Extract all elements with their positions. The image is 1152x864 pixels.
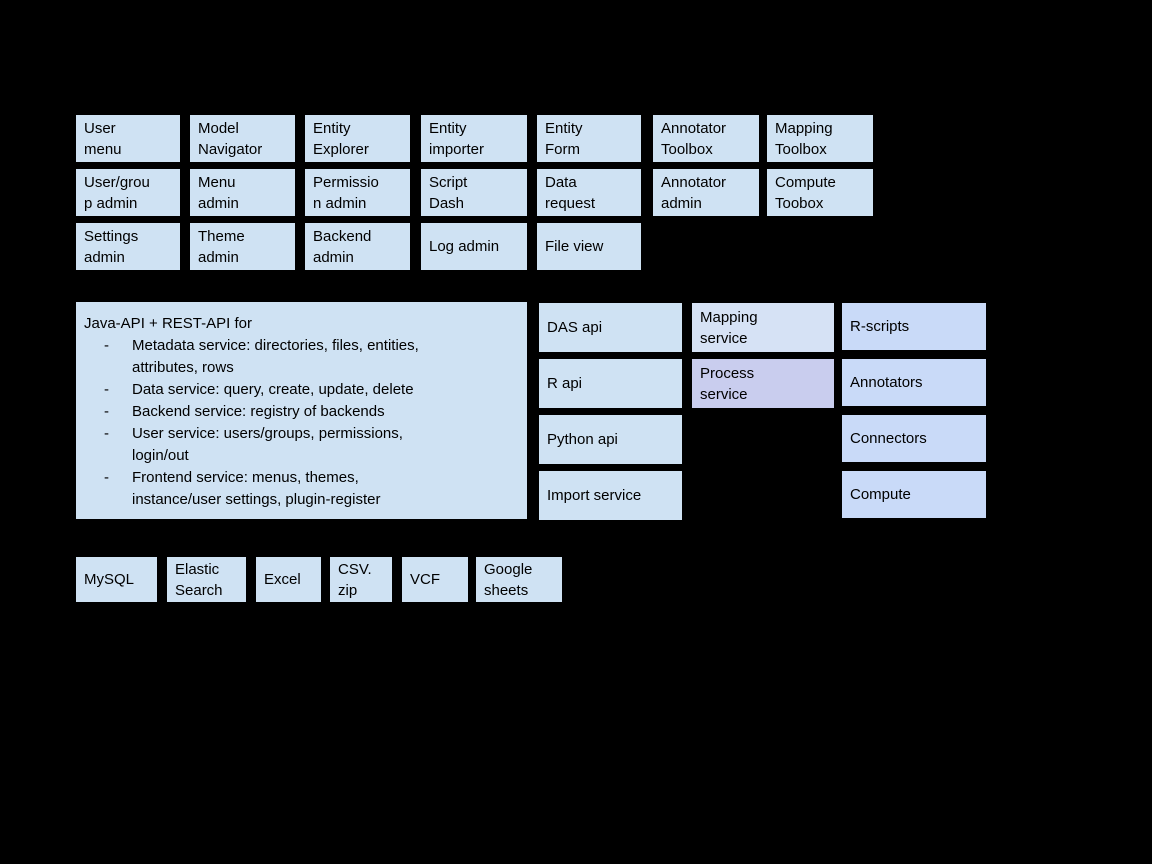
node-user-menu: User menu [76,115,180,162]
node-mapping-service: Mapping service [692,303,834,352]
node-label: Menu admin [198,173,239,212]
node-label: MySQL [84,571,135,588]
node-label: User/grou p admin [84,173,150,212]
node-label: CSV. zip [338,560,372,599]
api-box-item-text: Data service: query, create, update, del… [132,381,414,398]
node-label: Compute Toobox [775,173,836,212]
node-label: Log admin [429,238,500,255]
api-box-item-text: Backend service: registry of backends [132,403,385,420]
node-label: File view [545,238,604,255]
node-annotator-toolbox: Annotator Toolbox [653,115,759,162]
node-label: VCF [410,571,440,588]
node-mysql: MySQL [76,557,157,602]
node-label: Annotator Toolbox [661,119,727,158]
node-label: Annotator admin [661,173,727,212]
node-csv-zip: CSV. zip [330,557,392,602]
node-r-scripts: R-scripts [842,303,986,350]
node-file-view: File view [537,223,641,270]
node-elastic-search: Elastic Search [167,557,246,602]
node-label: R-scripts [850,318,910,335]
node-process-service: Process service [692,359,834,408]
node-entity-importer: Entity importer [421,115,527,162]
api-box-item: - Frontend service: menus, themes, insta… [84,467,517,511]
node-label: Elastic Search [175,560,223,599]
node-user-group-admin: User/grou p admin [76,169,180,216]
node-annotator-admin: Annotator admin [653,169,759,216]
node-label: Theme admin [198,227,245,266]
node-settings-admin: Settings admin [76,223,180,270]
node-import-service: Import service [539,471,682,520]
node-das-api: DAS api [539,303,682,352]
bullet-dash: - [104,425,109,442]
api-box-item: - User service: users/groups, permission… [84,423,517,467]
node-model-navigator: Model Navigator [190,115,295,162]
node-annotators: Annotators [842,359,986,406]
node-mapping-toolbox: Mapping Toolbox [767,115,873,162]
bullet-dash: - [104,337,109,354]
node-label: Entity Form [545,119,583,158]
node-excel: Excel [256,557,321,602]
node-compute-toolbox: Compute Toobox [767,169,873,216]
node-theme-admin: Theme admin [190,223,295,270]
node-entity-form: Entity Form [537,115,641,162]
node-label: Entity importer [429,119,485,158]
node-label: Excel [264,571,301,588]
bullet-dash: - [104,403,109,420]
node-label: Process service [700,364,755,403]
node-python-api: Python api [539,415,682,464]
node-label: Import service [547,487,642,504]
node-label: Mapping service [700,308,758,347]
node-label: User menu [84,119,122,158]
node-label: Data request [545,173,596,212]
node-label: Entity Explorer [313,119,369,158]
node-api-box: Java-API + REST-API for - Metadata servi… [76,302,527,519]
api-box-item: - Metadata service: directories, files, … [84,335,517,379]
node-backend-admin: Backend admin [305,223,410,270]
node-label: Permissio n admin [313,173,379,212]
node-label: Backend admin [313,227,372,266]
node-label: Settings admin [84,227,139,266]
api-box-item-text: Metadata service: directories, files, en… [132,337,419,376]
node-script-dash: Script Dash [421,169,527,216]
node-label: Compute [850,486,911,503]
node-vcf: VCF [402,557,468,602]
node-data-request: Data request [537,169,641,216]
node-label: Script Dash [429,173,468,212]
node-label: DAS api [547,319,603,336]
api-box-item: - Data service: query, create, update, d… [84,379,517,401]
node-label: Connectors [850,430,927,447]
bullet-dash: - [104,469,109,486]
node-connectors: Connectors [842,415,986,462]
node-label: Python api [547,431,618,448]
node-compute: Compute [842,471,986,518]
node-label: Mapping Toolbox [775,119,833,158]
api-box-item-text: Frontend service: menus, themes, instanc… [132,469,381,508]
node-label: R api [547,375,583,392]
node-entity-explorer: Entity Explorer [305,115,410,162]
node-label: Annotators [850,374,923,391]
node-log-admin: Log admin [421,223,527,270]
node-google-sheets: Google sheets [476,557,562,602]
node-label: Model Navigator [198,119,263,158]
node-permission-admin: Permissio n admin [305,169,410,216]
bullet-dash: - [104,381,109,398]
api-box-title: Java-API + REST-API for [84,315,252,332]
node-r-api: R api [539,359,682,408]
api-box-item: - Backend service: registry of backends [84,401,517,423]
node-menu-admin: Menu admin [190,169,295,216]
node-label: Google sheets [484,560,533,599]
api-box-item-text: User service: users/groups, permissions,… [132,425,403,464]
